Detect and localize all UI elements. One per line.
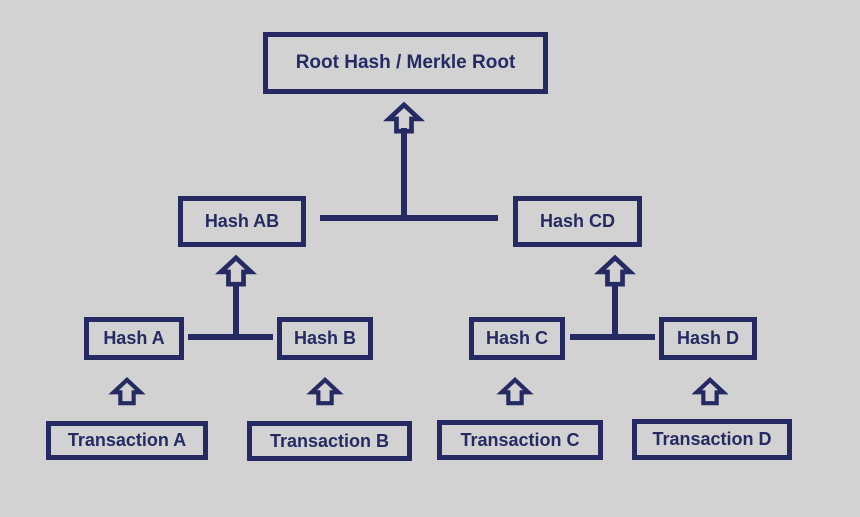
node-transaction-d: Transaction D — [632, 419, 792, 460]
node-transaction-b: Transaction B — [247, 421, 412, 461]
connector-a-b-horizontal — [188, 334, 273, 340]
up-arrow-icon — [306, 376, 344, 406]
node-transaction-a-label: Transaction A — [67, 430, 187, 450]
node-transaction-c-label: Transaction C — [460, 429, 580, 450]
up-arrow-icon — [214, 254, 258, 287]
node-transaction-c: Transaction C — [437, 420, 603, 460]
up-arrow-icon — [382, 101, 426, 134]
node-hash-c: Hash C — [469, 317, 565, 360]
node-hash-a: Hash A — [84, 317, 184, 360]
up-arrow-icon — [108, 376, 146, 406]
node-transaction-d-label: Transaction D — [652, 429, 772, 449]
node-hash-d: Hash D — [659, 317, 757, 360]
node-hash-b-label: Hash B — [293, 328, 356, 348]
up-arrow-icon — [593, 254, 637, 287]
node-hash-c-label: Hash C — [485, 328, 548, 348]
node-hash-d-label: Hash D — [676, 328, 739, 348]
connector-root-stem — [401, 128, 407, 221]
connector-cd-stem — [612, 283, 618, 340]
up-arrow-icon — [496, 376, 534, 406]
up-arrow-icon — [691, 376, 729, 406]
connector-ab-cd-horizontal — [320, 215, 498, 221]
node-hash-ab: Hash AB — [178, 196, 306, 247]
node-root-hash-label: Root Hash / Merkle Root — [295, 52, 516, 73]
node-transaction-a: Transaction A — [46, 421, 208, 460]
connector-ab-stem — [233, 283, 239, 340]
node-transaction-b-label: Transaction B — [269, 430, 390, 451]
connector-c-d-horizontal — [570, 334, 655, 340]
node-root-hash: Root Hash / Merkle Root — [263, 32, 548, 94]
node-hash-cd: Hash CD — [513, 196, 642, 247]
node-hash-ab-label: Hash AB — [204, 211, 280, 231]
node-hash-a-label: Hash A — [103, 328, 165, 348]
node-hash-cd-label: Hash CD — [539, 211, 615, 231]
node-hash-b: Hash B — [277, 317, 373, 360]
